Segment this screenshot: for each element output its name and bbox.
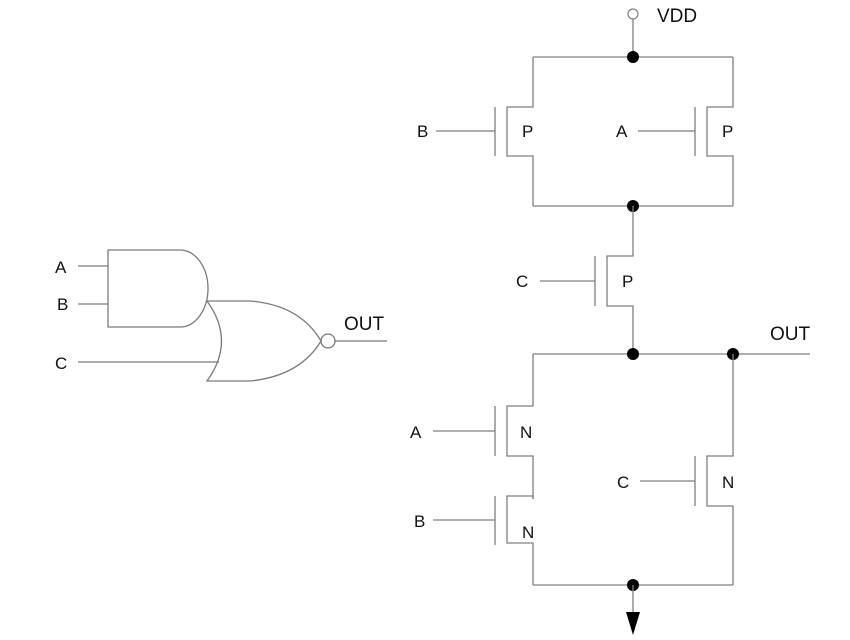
nmos-a-type-label: N	[520, 423, 532, 442]
nmos-a-gate-label: A	[410, 423, 422, 442]
gate-level-schematic: A B C OUT	[55, 249, 387, 382]
nmos-c-type-label: N	[722, 473, 734, 492]
input-label-c: C	[55, 354, 67, 373]
nmos-c: C N	[617, 354, 734, 585]
pmos-b: B P	[417, 57, 534, 206]
pmos-b-gate-label: B	[417, 122, 428, 141]
transistor-level-schematic: VDD B P A P C P	[410, 6, 811, 635]
pmos-a-gate-label: A	[616, 122, 628, 141]
input-label-b: B	[57, 295, 68, 314]
nmos-c-gate-label: C	[617, 473, 629, 492]
pmos-c: C P	[516, 206, 634, 353]
ground-arrow-icon	[626, 612, 640, 635]
nor-gate	[205, 300, 322, 382]
pmos-c-type-label: P	[622, 272, 633, 291]
node-dot-out-left	[627, 348, 639, 360]
input-label-a: A	[55, 258, 67, 277]
and-gate	[107, 249, 209, 328]
nmos-b: B N	[414, 495, 534, 585]
pmos-a-type-label: P	[722, 122, 733, 141]
node-dot-vdd	[627, 51, 639, 63]
out-label: OUT	[770, 324, 811, 345]
pmos-a: A P	[616, 57, 734, 206]
inversion-bubble	[320, 333, 336, 349]
nmos-b-type-label: N	[522, 523, 534, 542]
output-label: OUT	[344, 314, 385, 335]
vdd-label: VDD	[657, 6, 697, 27]
vdd-terminal-icon	[627, 8, 639, 20]
pmos-c-gate-label: C	[516, 272, 528, 291]
pmos-b-type-label: P	[522, 122, 533, 141]
nmos-b-gate-label: B	[414, 512, 425, 531]
nmos-a: A N	[410, 354, 534, 499]
